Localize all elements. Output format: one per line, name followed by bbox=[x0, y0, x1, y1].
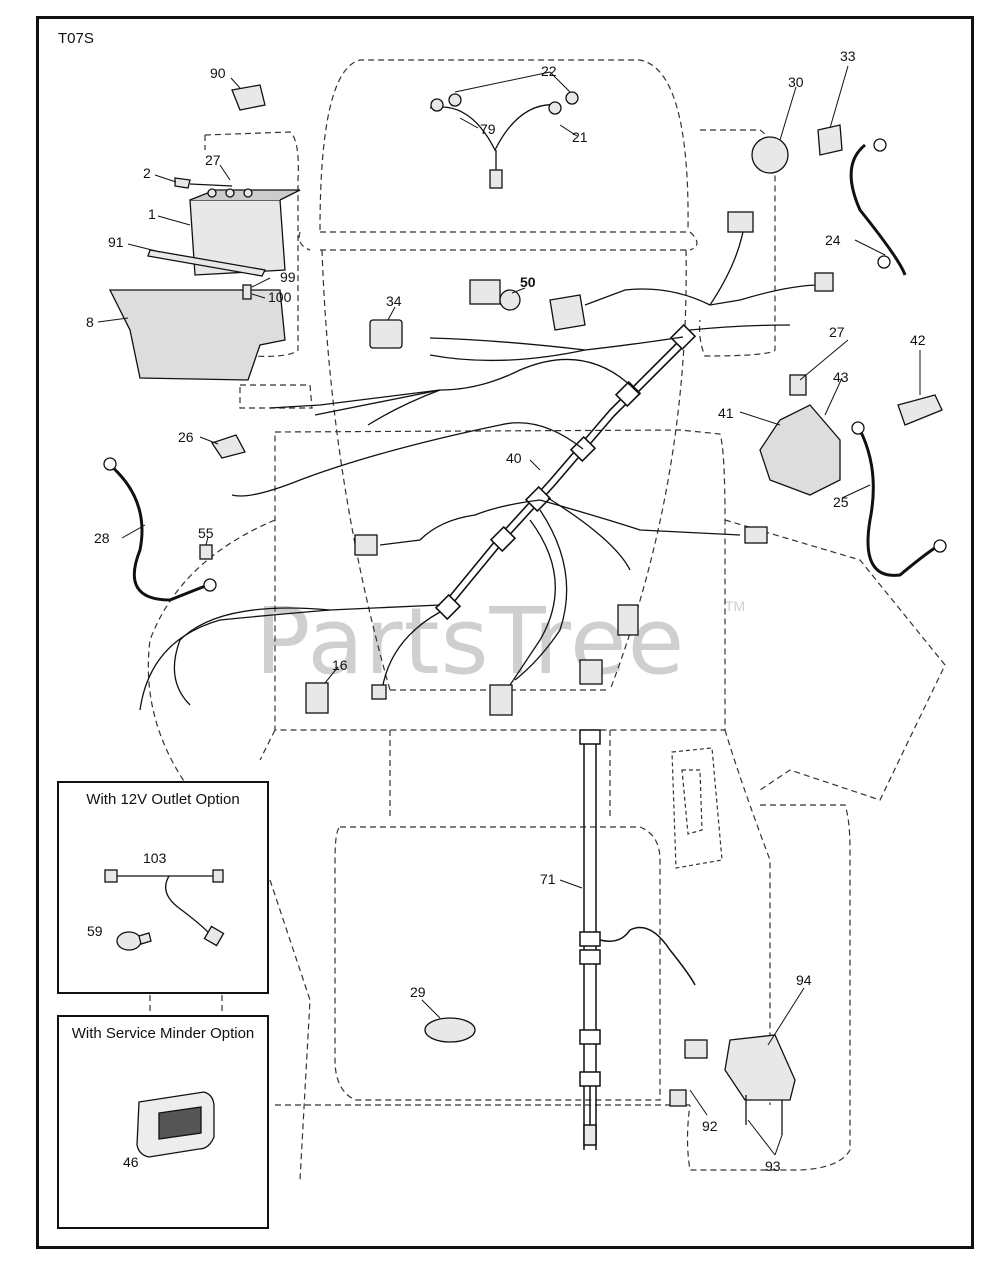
callout-59: 59 bbox=[87, 923, 103, 939]
callout-71: 71 bbox=[540, 871, 556, 887]
callout-2: 2 bbox=[143, 165, 151, 181]
callout-24: 24 bbox=[825, 232, 841, 248]
inset-12v-outlet-title: With 12V Outlet Option bbox=[86, 791, 240, 808]
callout-46: 46 bbox=[123, 1154, 139, 1170]
inset-service-minder-drawing: 46 bbox=[123, 1091, 215, 1170]
callout-79: 79 bbox=[480, 121, 496, 137]
callout-26: 26 bbox=[178, 429, 194, 445]
callout-28: 28 bbox=[94, 530, 110, 546]
inset-service-minder-title: With Service Minder Option bbox=[71, 1025, 255, 1042]
callout-93: 93 bbox=[765, 1158, 781, 1174]
callout-43: 43 bbox=[833, 369, 849, 385]
diagram-code: T07S bbox=[58, 30, 94, 47]
components bbox=[103, 84, 947, 1135]
callout-22: 22 bbox=[541, 63, 557, 79]
callout-labels: 90 2 27 1 91 99 100 8 34 50 22 79 21 30 … bbox=[86, 48, 926, 1174]
callout-90: 90 bbox=[210, 65, 226, 81]
wires bbox=[139, 219, 821, 711]
diagram-frame bbox=[36, 16, 974, 1249]
callout-1: 1 bbox=[148, 206, 156, 222]
inset-12v-outlet-drawing: 103 59 bbox=[87, 850, 225, 951]
callout-27-battery: 27 bbox=[205, 152, 221, 168]
callout-40: 40 bbox=[506, 450, 522, 466]
callout-94: 94 bbox=[796, 972, 812, 988]
callout-100: 100 bbox=[268, 289, 292, 305]
callout-34: 34 bbox=[386, 293, 402, 309]
tractor-outline bbox=[147, 59, 946, 1181]
callout-21: 21 bbox=[572, 129, 588, 145]
callout-91: 91 bbox=[108, 234, 124, 250]
callout-25: 25 bbox=[833, 494, 849, 510]
inset-service-minder: With Service Minder Option 46 bbox=[57, 1015, 269, 1229]
callout-55: 55 bbox=[198, 525, 214, 541]
callout-42: 42 bbox=[910, 332, 926, 348]
callout-27-pto: 27 bbox=[829, 324, 845, 340]
callout-33: 33 bbox=[840, 48, 856, 64]
callout-16: 16 bbox=[332, 657, 348, 673]
callout-41: 41 bbox=[718, 405, 734, 421]
watermark: PartsTree bbox=[255, 588, 686, 695]
inset-12v-outlet: With 12V Outlet Option 103 59 bbox=[57, 781, 269, 994]
callout-103: 103 bbox=[143, 850, 167, 866]
callout-99: 99 bbox=[280, 269, 296, 285]
watermark-trademark: TM bbox=[725, 598, 746, 614]
callout-8: 8 bbox=[86, 314, 94, 330]
harness-71 bbox=[579, 729, 696, 1150]
callout-92: 92 bbox=[702, 1118, 718, 1134]
shift-gate bbox=[671, 747, 723, 869]
callout-29: 29 bbox=[410, 984, 426, 1000]
main-harness bbox=[434, 323, 697, 621]
callout-50: 50 bbox=[520, 274, 536, 290]
callout-30: 30 bbox=[788, 74, 804, 90]
